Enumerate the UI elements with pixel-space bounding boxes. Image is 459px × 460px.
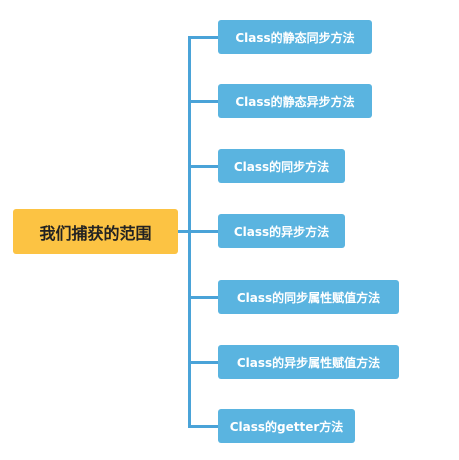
branch-connector	[188, 361, 218, 364]
child-node-sync-method[interactable]: Class的同步方法	[218, 149, 345, 183]
branch-connector	[188, 36, 218, 39]
child-node-async-method[interactable]: Class的异步方法	[218, 214, 345, 248]
child-node-async-property-setter[interactable]: Class的异步属性赋值方法	[218, 345, 399, 379]
root-node[interactable]: 我们捕获的范围	[13, 209, 178, 254]
branch-connector	[188, 165, 218, 168]
child-node-static-async-method[interactable]: Class的静态异步方法	[218, 84, 372, 118]
root-connector	[178, 230, 190, 233]
child-node-sync-property-setter[interactable]: Class的同步属性赋值方法	[218, 280, 399, 314]
branch-connector	[188, 230, 218, 233]
child-node-getter-method[interactable]: Class的getter方法	[218, 409, 355, 443]
branch-connector	[188, 425, 218, 428]
branch-connector	[188, 100, 218, 103]
child-node-static-sync-method[interactable]: Class的静态同步方法	[218, 20, 372, 54]
branch-connector	[188, 296, 218, 299]
